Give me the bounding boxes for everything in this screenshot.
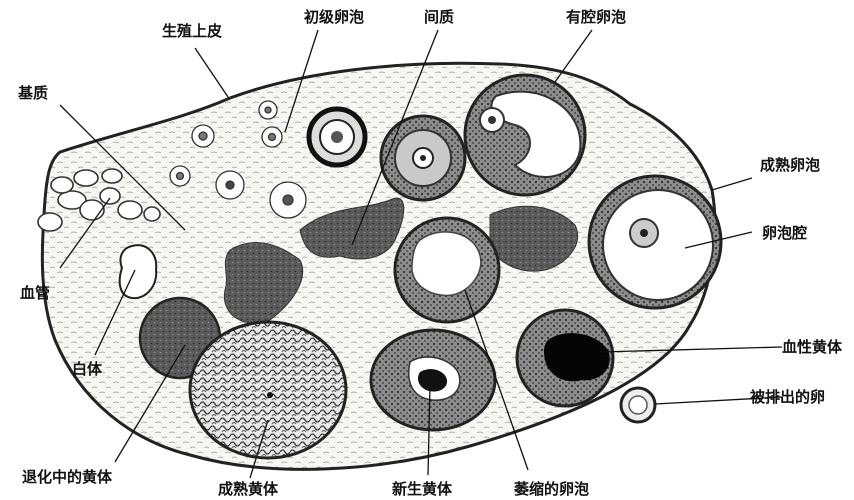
label-ovulated-ovum: 被排出的卵 xyxy=(750,388,825,406)
label-interstitium: 间质 xyxy=(424,8,454,26)
label-mature-follicle: 成熟卵泡 xyxy=(760,156,820,174)
label-germinal-epithelium: 生殖上皮 xyxy=(162,22,222,40)
label-atretic-follicle: 萎缩的卵泡 xyxy=(513,480,589,498)
label-blood-vessel: 血管 xyxy=(20,284,50,302)
mature-corpus-luteum xyxy=(190,322,346,458)
label-primary-follicle: 初级卵泡 xyxy=(304,8,364,26)
label-regressing-corpus-luteum: 退化中的黄体 xyxy=(22,468,113,486)
label-mature-corpus-luteum: 成熟黄体 xyxy=(218,480,279,498)
primary-follicle xyxy=(309,109,365,165)
label-stroma: 基质 xyxy=(17,84,48,102)
atretic-follicle xyxy=(395,218,499,322)
label-follicular-cavity: 卵泡腔 xyxy=(762,224,807,242)
corpus-hemorrhagicum xyxy=(517,310,613,406)
mature-follicle xyxy=(589,176,721,308)
new-corpus-luteum xyxy=(371,330,495,430)
secondary-follicle xyxy=(381,116,465,200)
label-antral-follicle: 有腔卵泡 xyxy=(566,8,626,26)
label-corpus-albicans: 白体 xyxy=(72,360,103,378)
ovulated-ovum xyxy=(621,388,655,422)
label-new-corpus-luteum: 新生黄体 xyxy=(392,480,453,498)
label-corpus-hemorrhagicum: 血性黄体 xyxy=(782,338,843,356)
antral-follicle xyxy=(465,75,585,195)
